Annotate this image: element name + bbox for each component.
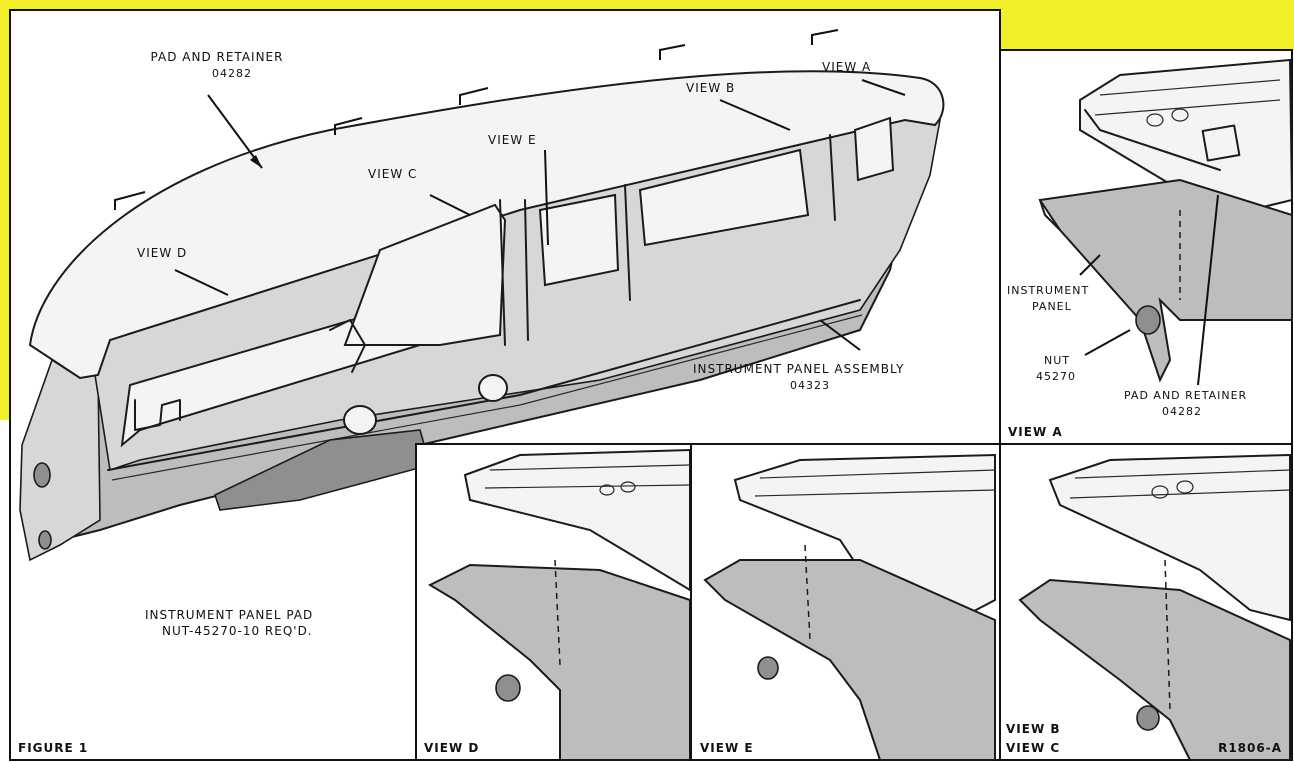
- label-ipa-number: 04323: [790, 379, 830, 392]
- inset-a-nut: [1135, 305, 1161, 335]
- inset-a-label-pad: PAD AND RETAINER: [1124, 389, 1247, 402]
- inset-a-label-panel: PANEL: [1032, 300, 1072, 313]
- inset-e-pad-groove-1: [759, 469, 996, 479]
- inset-d-pad-groove-2: [484, 484, 691, 489]
- radio-opening: [538, 193, 620, 287]
- inset-a-panel-lip: [1039, 199, 1061, 231]
- inset-a-pad-edge: [1084, 109, 1221, 171]
- top-pad: [28, 70, 945, 380]
- marker-view-e: [459, 87, 489, 105]
- inset-view-bc: VIEW B VIEW C R1806-A: [999, 443, 1293, 761]
- leader-inset-a-nut: [1084, 329, 1131, 356]
- label-view-e: VIEW E: [488, 133, 537, 147]
- label-instrument-panel-assembly: INSTRUMENT PANEL ASSEMBLY: [693, 362, 904, 376]
- inset-bc-panel: [1018, 578, 1291, 761]
- caption-view-d: VIEW D: [424, 741, 479, 755]
- label-view-b: VIEW B: [686, 81, 735, 95]
- inset-d-hole-1: [599, 484, 615, 496]
- marker-view-a: [811, 29, 839, 45]
- divider-1: [499, 199, 506, 346]
- inset-d-nut: [495, 674, 521, 702]
- label-pad-note-1: INSTRUMENT PANEL PAD: [145, 608, 313, 622]
- inset-a-slot: [1201, 124, 1241, 162]
- end-hole-1: [33, 462, 51, 488]
- caption-view-b: VIEW B: [1006, 722, 1061, 736]
- inset-a-hole-1: [1146, 113, 1164, 127]
- inset-e-pad-groove-2: [754, 489, 996, 497]
- marker-view-c: [334, 117, 363, 135]
- leader-view-a: [861, 79, 906, 96]
- label-view-d: VIEW D: [137, 246, 187, 260]
- inset-a-label-pad-number: 04282: [1162, 405, 1202, 418]
- inset-view-d: VIEW D: [415, 443, 692, 761]
- inset-d-pad-groove-1: [489, 464, 691, 471]
- inset-view-a: INSTRUMENT PANEL NUT 45270 PAD AND RETAI…: [999, 49, 1294, 445]
- inset-bc-dash: [1164, 559, 1171, 711]
- instrument-panel-assembly-illustration: [19, 70, 945, 562]
- caption-view-e: VIEW E: [700, 741, 754, 755]
- marker-view-b: [659, 44, 686, 60]
- leader-inset-a-pad: [1197, 194, 1219, 386]
- label-pad-and-retainer: PAD AND RETAINER: [151, 50, 284, 64]
- caption-view-a: VIEW A: [1008, 425, 1063, 439]
- inset-e-panel: [703, 559, 996, 761]
- leader-arrows: [174, 79, 906, 351]
- inset-a-pad-groove-2: [1094, 99, 1281, 116]
- inset-d-hole-2: [620, 481, 636, 493]
- inset-bc-nut: [1136, 705, 1160, 731]
- caption-view-c: VIEW C: [1006, 741, 1060, 755]
- leader-view-b: [719, 99, 791, 131]
- leader-view-d: [174, 269, 229, 296]
- bracket-center: [329, 319, 366, 373]
- inset-a-label-instrument: INSTRUMENT: [1007, 284, 1089, 297]
- inset-a-pad-groove-1: [1099, 79, 1281, 96]
- divider-2: [524, 199, 529, 341]
- divider-4: [829, 134, 836, 221]
- inset-bc-pad-groove-2: [1069, 489, 1291, 499]
- leader-ipa: [819, 319, 861, 351]
- leader-view-e: [544, 149, 549, 246]
- inset-a-hole-2: [1171, 108, 1189, 122]
- label-view-a: VIEW A: [822, 60, 871, 74]
- trim-line-lower: [107, 299, 861, 471]
- inset-e-dash: [804, 544, 811, 641]
- knob-1: [343, 405, 377, 435]
- label-pad-number: 04282: [212, 67, 252, 80]
- inset-e-nut: [757, 656, 779, 680]
- cluster-opening-center: [343, 203, 507, 346]
- figure-reference-number: R1806-A: [1218, 741, 1282, 755]
- inset-bc-hole-1: [1151, 485, 1169, 499]
- inset-a-panel: [1038, 178, 1293, 383]
- inset-bc-pad-groove-1: [1074, 469, 1291, 479]
- leader-inset-a-panel: [1079, 254, 1101, 276]
- center-opening: [638, 148, 810, 247]
- leader-pad: [207, 94, 263, 169]
- section-markers: [114, 29, 839, 210]
- inset-view-e: VIEW E: [690, 443, 1001, 761]
- label-pad-note-2: NUT-45270-10 REQ'D.: [162, 624, 313, 638]
- inset-a-label-nut: NUT: [1044, 354, 1070, 367]
- leader-view-c: [429, 194, 471, 216]
- label-view-c: VIEW C: [368, 167, 417, 181]
- knob-2: [478, 374, 508, 402]
- end-hole-2: [38, 530, 52, 550]
- caption-figure-1: FIGURE 1: [18, 741, 88, 755]
- divider-3: [624, 184, 631, 301]
- marker-view-d: [114, 191, 146, 210]
- inset-a-label-nut-number: 45270: [1036, 370, 1076, 383]
- trim-line-lower-2: [111, 314, 863, 481]
- inset-bc-hole-2: [1176, 480, 1194, 494]
- right-opening: [853, 116, 895, 182]
- bracket-left: [134, 399, 181, 431]
